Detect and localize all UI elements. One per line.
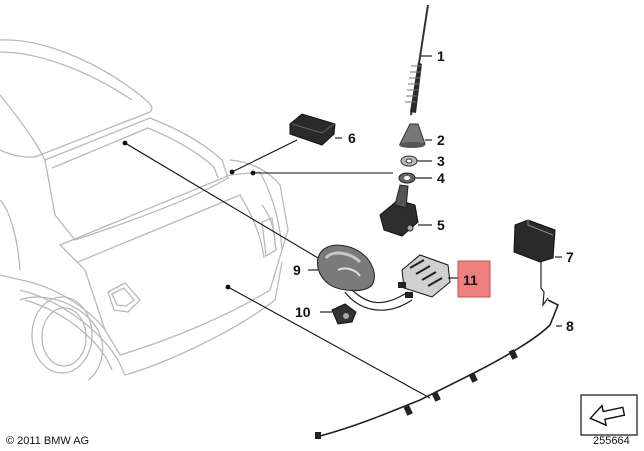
part-antenna-base xyxy=(379,184,432,237)
callout-4: 4 xyxy=(437,170,445,186)
callout-1: 1 xyxy=(437,48,445,64)
part-control-unit-7 xyxy=(513,219,562,308)
diagram-id-box xyxy=(580,394,638,436)
diagram-number: 255664 xyxy=(593,435,630,447)
copyright-text: © 2011 BMW AG xyxy=(6,435,89,447)
callout-11: 11 xyxy=(463,272,478,288)
callout-5: 5 xyxy=(437,217,445,233)
part-cable-8 xyxy=(315,299,562,439)
part-grommet-10 xyxy=(320,303,357,325)
callout-10: 10 xyxy=(295,304,311,320)
car-outline xyxy=(0,39,289,381)
callout-7: 7 xyxy=(566,249,574,265)
callout-11-highlight xyxy=(457,260,491,298)
part-fin-housing-9 xyxy=(308,244,413,311)
part-antenna-rod xyxy=(405,4,432,116)
callout-6: 6 xyxy=(348,130,356,146)
callout-9: 9 xyxy=(293,262,301,278)
leader-lines xyxy=(122,139,431,399)
view-direction-icon xyxy=(589,404,626,427)
callout-8: 8 xyxy=(566,318,574,334)
part-module-6 xyxy=(289,113,342,146)
callout-labels: 1 2 3 4 5 6 7 8 9 10 11 xyxy=(293,48,574,334)
part-connector-11 xyxy=(398,254,458,298)
part-washer xyxy=(400,155,432,167)
callout-3: 3 xyxy=(437,153,445,169)
callout-2: 2 xyxy=(437,132,445,148)
part-antenna-cap xyxy=(399,123,432,148)
part-nut xyxy=(398,172,432,184)
